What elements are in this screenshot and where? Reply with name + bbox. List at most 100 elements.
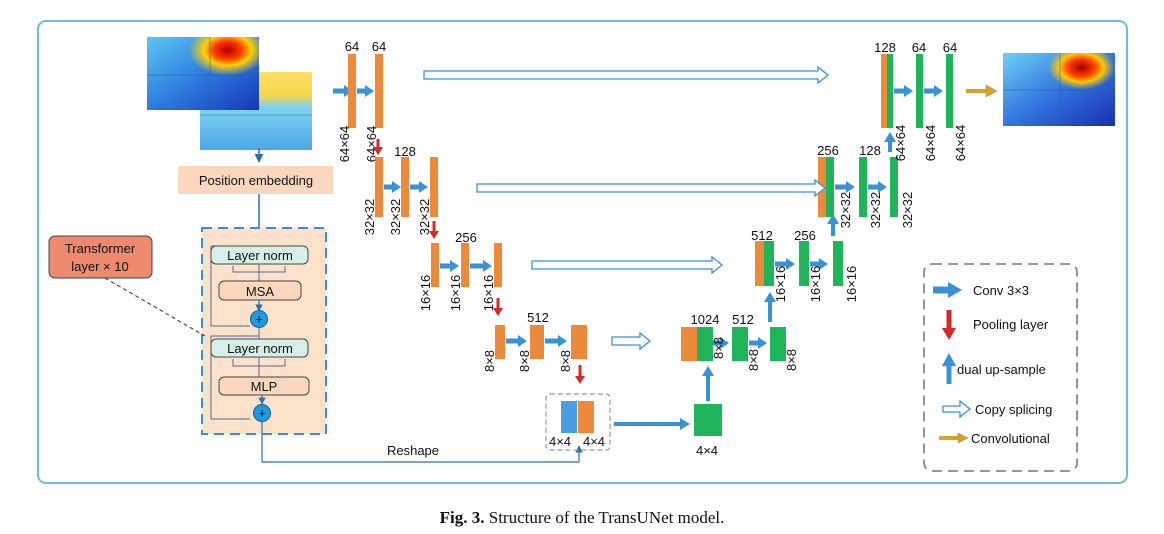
- transformer-layer-box: [48, 235, 153, 279]
- dec2-block-c: [890, 157, 898, 217]
- dec4-block-c: [770, 327, 786, 361]
- copy-splicing-arrows: [423, 65, 830, 351]
- enc4-block-c: [571, 325, 587, 359]
- enc2-channel: 128: [394, 144, 416, 159]
- bottleneck-conv-size: 4×4: [696, 443, 718, 458]
- input-image-stack: [147, 37, 312, 150]
- dec2-channel-a: 256: [817, 143, 839, 158]
- enc2-size-b: 32×32: [388, 199, 403, 236]
- outer-frame: [37, 20, 1128, 484]
- dec1-size-a: 64×64: [893, 125, 908, 162]
- legend-pool-label: Pooling layer: [973, 317, 1049, 332]
- enc4-size-b: 8×8: [517, 350, 532, 372]
- layer-norm-1-label: Layer norm: [227, 248, 293, 263]
- legend-convolutional-label: Convolutional: [971, 431, 1050, 446]
- add-node-1: [250, 310, 268, 328]
- dec4-channel-b: 512: [732, 312, 754, 327]
- reshape-label: Reshape: [387, 443, 439, 458]
- enc4-size-c: 8×8: [558, 350, 573, 372]
- dec1-concat-decoder: [887, 54, 893, 128]
- bottleneck-cnn-block: [578, 401, 594, 433]
- dec3-block-c: [833, 241, 843, 286]
- dec2-concat-decoder: [826, 157, 834, 217]
- dec1-size-c: 64×64: [953, 125, 968, 162]
- enc3-size-c: 16×16: [481, 275, 496, 312]
- dec4-block-b: [732, 327, 748, 361]
- dec2-size-c: 32×32: [900, 192, 915, 229]
- layer-norm-2-label: Layer norm: [227, 341, 293, 356]
- dec3-channel-a: 512: [751, 228, 773, 243]
- enc2-size-c: 32×32: [417, 199, 432, 236]
- dec4-size-c: 8×8: [784, 349, 799, 371]
- copy-arrow-level1: [423, 65, 830, 85]
- enc4-size-a: 8×8: [482, 350, 497, 372]
- msa-label: MSA: [246, 284, 275, 299]
- dec3-size-a: 16×16: [773, 266, 788, 303]
- copy-arrow-level4: [611, 331, 652, 351]
- legend-conv-icon: [948, 282, 962, 298]
- enc1-channel-b: 64: [372, 39, 386, 54]
- enc2-block-b: [401, 157, 409, 217]
- add-node-2-label: +: [258, 406, 266, 421]
- legend-box: [923, 263, 1078, 472]
- mlp-box: [218, 376, 310, 396]
- dec2-channel-b: 128: [859, 143, 881, 158]
- dec3-concat-decoder: [764, 241, 774, 286]
- position-embedding-label: Position embedding: [199, 173, 313, 188]
- enc3-block-b: [461, 243, 469, 287]
- reshape-path: [261, 422, 583, 463]
- enc1-block-a: [348, 54, 356, 128]
- enc1-size-a: 64×64: [337, 126, 352, 163]
- dec1-channel-b: 64: [912, 40, 926, 55]
- transformer-label-line2: layer × 10: [71, 259, 128, 274]
- dec4-size-a: 8×8: [711, 337, 726, 359]
- add-node-2: [253, 404, 271, 422]
- bottleneck-size-b: 4×4: [583, 434, 605, 449]
- dec1-block-b: [916, 54, 923, 128]
- enc3-block-c: [494, 243, 502, 287]
- enc3-channel: 256: [455, 230, 477, 245]
- enc3-size-b: 16×16: [448, 275, 463, 312]
- enc4-block-b: [530, 325, 544, 359]
- enc1-channel-a: 64: [345, 39, 359, 54]
- legend-copy-icon: [942, 399, 972, 419]
- dec4-concat-encoder: [681, 327, 697, 361]
- legend-pool-icon: [942, 328, 956, 340]
- bottleneck-box: [545, 393, 611, 451]
- dec3-size-b: 16×16: [808, 266, 823, 303]
- msa-box: [218, 280, 302, 301]
- dec1-channel-c: 64: [943, 40, 957, 55]
- bottleneck-transformer-block: [561, 401, 577, 433]
- mlp-label: MLP: [251, 379, 278, 394]
- dec2-size-b: 32×32: [868, 192, 883, 229]
- dec3-block-b: [799, 241, 809, 286]
- enc4-channel: 512: [527, 310, 549, 325]
- legend-conv-label: Conv 3×3: [973, 283, 1029, 298]
- enc4-block-a: [495, 325, 505, 359]
- figure-caption: Fig. 3. Structure of the TransUNet model…: [0, 508, 1164, 528]
- caption-prefix: Fig. 3.: [439, 508, 485, 527]
- enc1-block-b: [375, 54, 383, 128]
- add-node-1-label: +: [255, 312, 263, 327]
- copy-arrow-level3: [531, 255, 724, 275]
- enc3-block-a: [431, 243, 439, 287]
- dec4-channel-a: 1024: [691, 312, 720, 327]
- copy-arrow-level2: [476, 178, 827, 198]
- transformer-label-line1: Transformer: [65, 241, 136, 256]
- dec4-size-b: 8×8: [746, 349, 761, 371]
- enc2-block-a: [375, 157, 383, 217]
- dec1-concat-encoder: [881, 54, 887, 128]
- dec3-size-c: 16×16: [844, 266, 859, 303]
- transformer-pointer: [104, 277, 206, 337]
- enc2-block-c: [430, 157, 438, 217]
- dec1-channel-a: 128: [874, 40, 896, 55]
- dec1-size-b: 64×64: [923, 125, 938, 162]
- legend-convolutional-icon: [957, 432, 969, 444]
- dec4-concat-decoder: [697, 327, 713, 361]
- dec1-block-c: [946, 54, 953, 128]
- dec2-size-a: 32×32: [838, 192, 853, 229]
- bottleneck-conv-block: [694, 404, 722, 436]
- legend-copy-label: Copy splicing: [975, 402, 1052, 417]
- bottleneck-size-a: 4×4: [549, 434, 571, 449]
